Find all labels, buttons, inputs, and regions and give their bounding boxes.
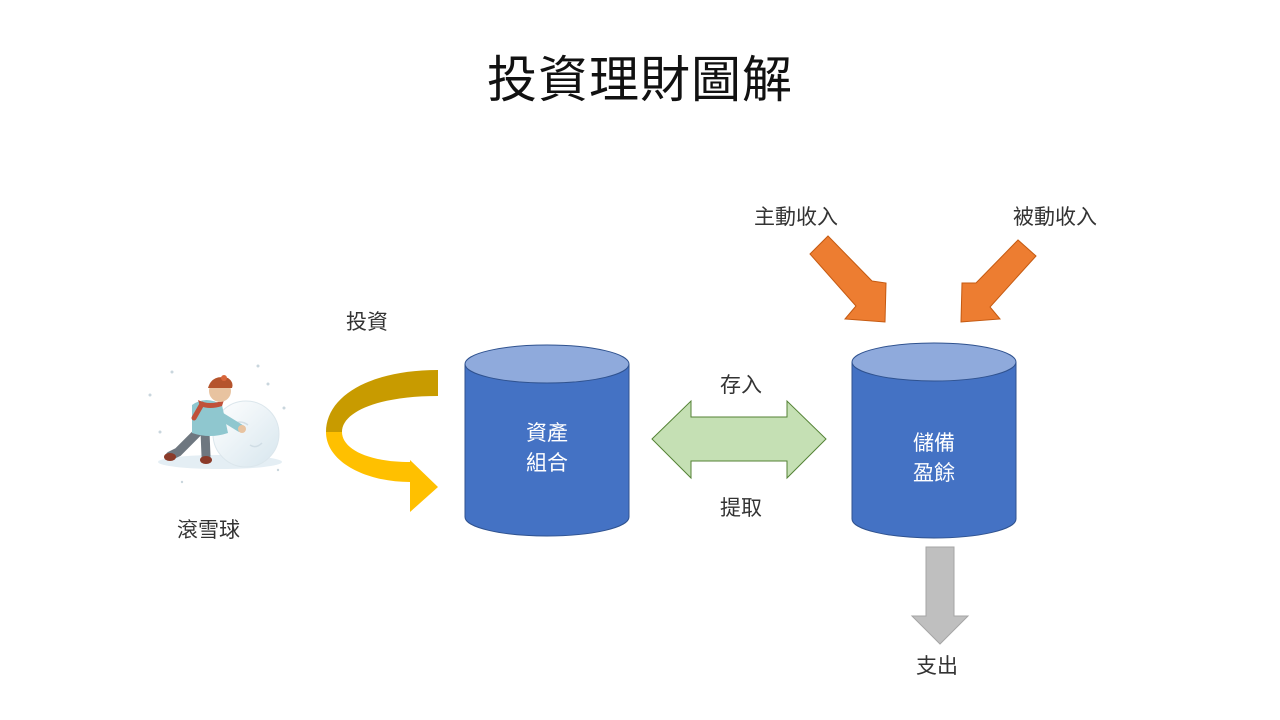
reserve-cylinder-label: 儲備 盈餘 [874,428,994,488]
reserve-label-line2: 盈餘 [913,461,955,485]
invest-label: 投資 [346,310,388,334]
assets-label-line1: 資產 [526,421,568,445]
reserve-cylinder [851,342,1017,539]
assets-cylinder-label: 資產 組合 [487,418,607,478]
investment-curved-arrow [326,370,438,512]
active-income-label: 主動收入 [754,205,838,229]
passive-income-label: 被動收入 [1013,205,1097,229]
assets-label-line2: 組合 [526,451,568,475]
snowball-kid-illustration [148,364,286,484]
snowball-label: 滾雪球 [177,518,240,542]
passive-income-arrow [960,239,1037,323]
withdraw-label: 提取 [720,496,762,520]
page-title: 投資理財圖解 [487,51,793,109]
expense-label: 支出 [916,654,958,678]
reserve-label-line1: 儲備 [913,431,955,455]
expense-arrow [910,546,970,645]
active-income-arrow [809,235,887,323]
deposit-label: 存入 [720,373,762,397]
assets-cylinder [464,344,630,537]
deposit-withdraw-double-arrow [651,399,827,480]
